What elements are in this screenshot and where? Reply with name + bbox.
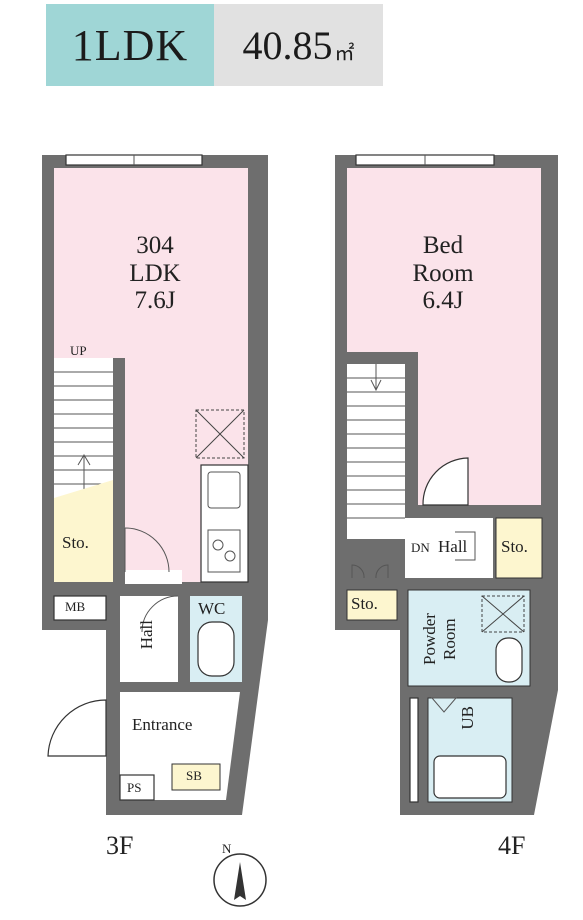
bedroom-label: Bed Room 6.4J: [393, 232, 493, 315]
bedroom-name-2: Room: [412, 259, 474, 287]
ldk-name: LDK: [129, 259, 181, 287]
washer-space: [481, 595, 525, 633]
sb-label: SB: [186, 768, 202, 783]
sink-icon: [207, 471, 241, 509]
bedroom: [347, 168, 541, 505]
bedroom-name-1: Bed: [422, 232, 464, 259]
stair-treads-4f: [347, 364, 405, 519]
hall-4f: [405, 518, 493, 578]
storage-3f: [54, 480, 113, 582]
layout-type-badge: 1LDK: [46, 4, 214, 86]
wc-label: WC: [198, 599, 226, 618]
fridge-space: [195, 409, 245, 459]
compass-icon: [213, 853, 267, 907]
floor-4f-label: 4F: [498, 831, 526, 860]
floor-4f-plan: [335, 154, 558, 815]
bedroom-door: [422, 457, 469, 506]
layout-type: 1LDK: [71, 20, 189, 70]
bathtub-icon: [433, 755, 507, 799]
ps-box: [119, 774, 155, 801]
ub-label: UB: [458, 706, 477, 730]
area-value: 40.85: [242, 22, 333, 68]
floor-3f-plan: [42, 154, 268, 815]
area-unit: ㎡: [334, 42, 355, 65]
unit-number: 304: [136, 232, 174, 259]
up-label: UP: [70, 343, 87, 358]
ldk-label: 304 LDK 7.6J: [100, 232, 210, 315]
storage-4f-left: [346, 589, 398, 621]
washbasin-icon: [495, 637, 523, 683]
hall-3f-label: Hall: [137, 620, 156, 650]
toilet-icon: [197, 621, 235, 677]
ps-label: PS: [127, 780, 142, 795]
sb-box: [171, 763, 221, 791]
powder-room-label: Powder Room: [420, 613, 459, 665]
dn-label: DN: [411, 540, 430, 555]
ldk-room: [54, 168, 248, 582]
compass-north-label: N: [222, 841, 232, 856]
stair-treads: [54, 371, 113, 498]
entrance-door: [47, 699, 107, 757]
entrance-label: Entrance: [132, 715, 193, 734]
ldk-size: 7.6J: [134, 287, 176, 314]
ldk-door-swing: [124, 527, 170, 573]
bedroom-size: 6.4J: [422, 287, 464, 314]
stove-icon: [207, 529, 241, 573]
storage-4f-right: [495, 517, 543, 579]
mb-label: MB: [65, 599, 86, 614]
floor-3f-label: 3F: [106, 831, 134, 860]
storage-3f-label: Sto.: [62, 533, 89, 552]
stairs-down: [347, 364, 405, 539]
hall-4f-label: Hall: [438, 537, 468, 556]
storage-4f-right-label: Sto.: [501, 537, 528, 556]
mb-box: [53, 595, 107, 621]
storage-4f-left-label: Sto.: [351, 594, 378, 613]
